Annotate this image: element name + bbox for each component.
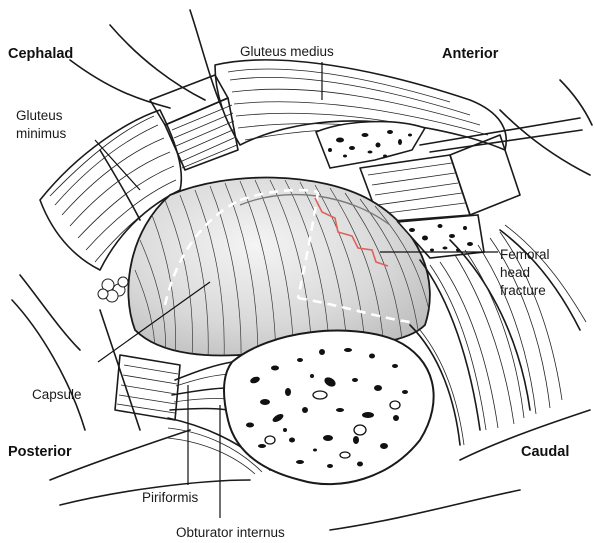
label-femoral-head-fracture-line2: head [500, 265, 530, 280]
femoral-head-fracture-line [314, 197, 389, 267]
label-femoral-head-fracture-line3: fracture [500, 283, 546, 298]
label-cephalad: Cephalad [8, 46, 73, 62]
label-capsule: Capsule [32, 387, 82, 402]
label-posterior: Posterior [8, 444, 72, 460]
retractor-top-right [359, 117, 583, 223]
label-gluteus-medius: Gluteus medius [240, 44, 334, 59]
leader-lines [94, 62, 498, 518]
label-obturator-internus: Obturator internus [176, 525, 285, 540]
right-muscle-layers [409, 224, 587, 446]
gluteus-medius-muscle [214, 59, 507, 151]
label-piriformis: Piriformis [142, 490, 198, 505]
retractor-top-left [149, 74, 239, 171]
label-caudal: Caudal [521, 444, 569, 460]
label-femoral-head-fracture-line1: Femoral [500, 247, 550, 262]
label-gluteus-minimus-line2: minimus [16, 126, 67, 141]
trochanteric-bone-fragment [222, 329, 435, 486]
label-anterior: Anterior [442, 46, 499, 62]
capsule [127, 176, 431, 357]
label-gluteus-minimus-line1: Gluteus [16, 108, 63, 123]
gluteus-minimus-muscle [39, 109, 183, 271]
fat-nodules [97, 276, 129, 303]
capsulotomy-dashed-lines [163, 188, 411, 324]
anterior-bone-fragment [314, 120, 427, 169]
wound-outline [11, 9, 593, 531]
